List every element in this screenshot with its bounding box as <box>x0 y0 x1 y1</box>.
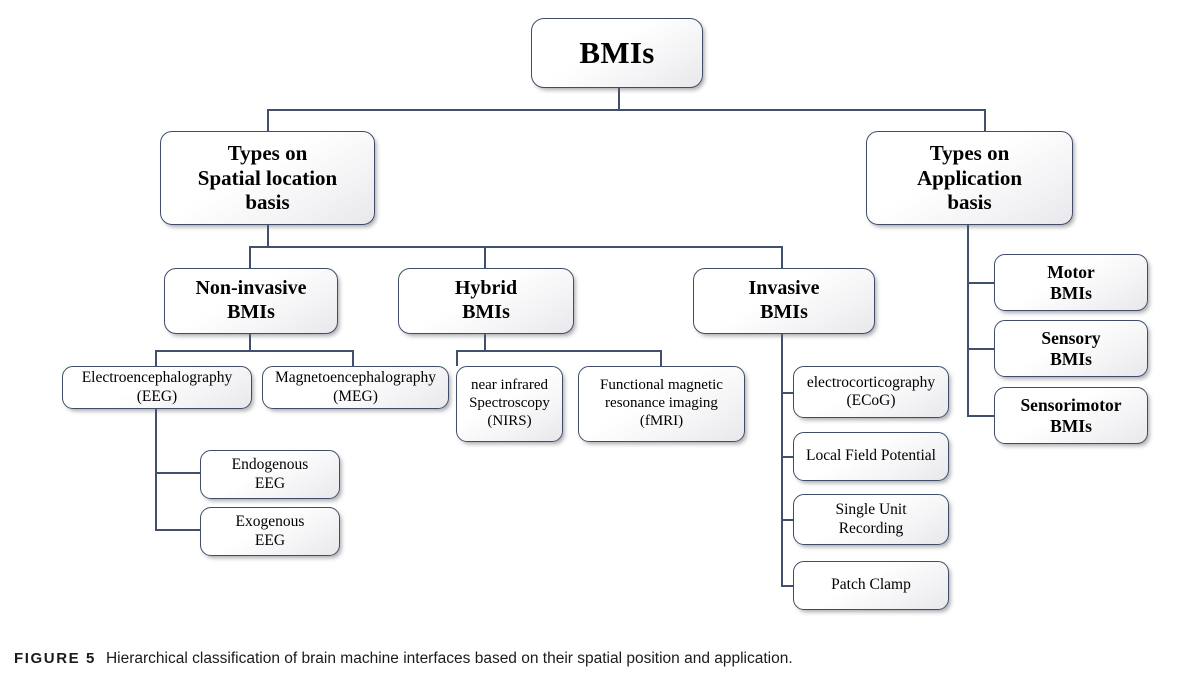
node-hybrid-bmis[interactable]: Hybrid BMIs <box>398 268 574 334</box>
connector-invasive-to-patch-clamp <box>781 585 793 587</box>
connector-spatial-stem <box>267 225 269 247</box>
node-sensorimotor-bmis[interactable]: Sensorimotor BMIs <box>994 387 1148 444</box>
connector-hybrid-to-fmri <box>660 350 662 366</box>
node-invasive-bmis[interactable]: Invasive BMIs <box>693 268 875 334</box>
node-near-infrared-spectroscopy-nirs[interactable]: near infrared Spectroscopy (NIRS) <box>456 366 563 442</box>
node-single-unit-recording[interactable]: Single Unit Recording <box>793 494 949 545</box>
connector-noninvasive-stem <box>249 334 251 351</box>
node-non-invasive-bmis[interactable]: Non-invasive BMIs <box>164 268 338 334</box>
connector-application-to-sensorimotor <box>967 415 994 417</box>
node-types-spatial-location[interactable]: Types on Spatial location basis <box>160 131 375 225</box>
connector-hybrid-bus <box>456 350 662 352</box>
connector-noninvasive-to-eeg <box>155 350 157 366</box>
connector-application-to-motor <box>967 282 994 284</box>
connector-eeg-to-exogenous <box>155 529 201 531</box>
figure-number-label: FIGURE 5 <box>14 650 96 667</box>
connector-hybrid-to-nirs <box>456 350 458 366</box>
connector-noninvasive-bus <box>155 350 354 352</box>
node-motor-bmis[interactable]: Motor BMIs <box>994 254 1148 311</box>
connector-spatial-to-noninvasive <box>249 246 251 268</box>
figure-caption: FIGURE 5 Hierarchical classification of b… <box>14 650 1174 668</box>
node-local-field-potential[interactable]: Local Field Potential <box>793 432 949 481</box>
node-exogenous-eeg[interactable]: Exogenous EEG <box>200 507 340 556</box>
connector-root-bus <box>267 109 986 111</box>
node-magnetoencephalography-meg[interactable]: Magnetoencephalography (MEG) <box>262 366 449 409</box>
connector-hybrid-stem <box>484 334 486 351</box>
node-bmis-root[interactable]: BMIs <box>531 18 703 88</box>
connector-eeg-to-endogenous <box>155 472 201 474</box>
figure-caption-text: Hierarchical classification of brain mac… <box>105 650 793 667</box>
connector-spatial-to-hybrid <box>484 246 486 268</box>
connector-eeg-trunk <box>155 409 157 531</box>
connector-root-stem <box>618 88 620 110</box>
node-patch-clamp[interactable]: Patch Clamp <box>793 561 949 610</box>
node-endogenous-eeg[interactable]: Endogenous EEG <box>200 450 340 499</box>
node-electrocorticography-ecog[interactable]: electrocorticography (ECoG) <box>793 366 949 418</box>
connector-invasive-to-single-unit <box>781 519 793 521</box>
node-functional-magnetic-resonance-imaging-fmri[interactable]: Functional magnetic resonance imaging (f… <box>578 366 745 442</box>
connector-noninvasive-to-meg <box>352 350 354 366</box>
connector-invasive-to-ecog <box>781 392 793 394</box>
connector-application-to-sensory <box>967 348 994 350</box>
connector-invasive-to-lfp <box>781 456 793 458</box>
connector-invasive-trunk <box>781 334 783 587</box>
connector-application-trunk <box>967 225 969 417</box>
connector-root-to-spatial <box>267 109 269 131</box>
connector-root-to-application <box>984 109 986 131</box>
node-electroencephalography-eeg[interactable]: Electroencephalography (EEG) <box>62 366 252 409</box>
node-sensory-bmis[interactable]: Sensory BMIs <box>994 320 1148 377</box>
connector-spatial-to-invasive <box>781 246 783 268</box>
node-types-application[interactable]: Types on Application basis <box>866 131 1073 225</box>
connector-spatial-bus <box>249 246 783 248</box>
